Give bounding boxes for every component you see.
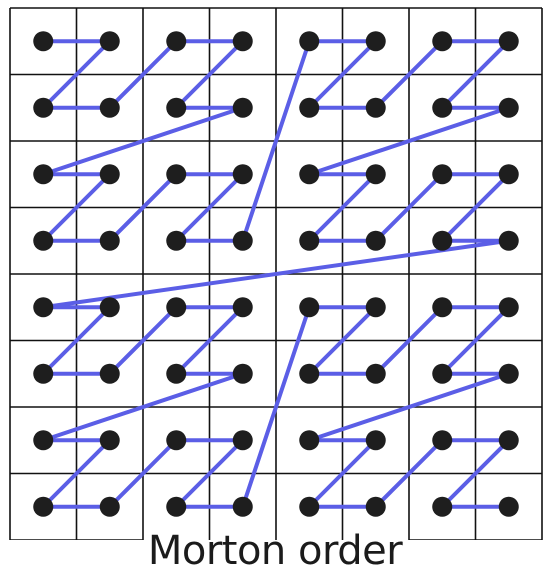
grid-point (33, 496, 54, 517)
curve-segment (307, 371, 511, 443)
grid-point (99, 297, 120, 318)
morton-curve (41, 39, 511, 509)
grid-point (232, 31, 253, 52)
grid-point (232, 363, 253, 384)
curve-segment (107, 438, 179, 509)
curve-segment (307, 172, 378, 243)
grid-point (365, 164, 386, 185)
grid-point (166, 97, 187, 118)
grid-point (166, 363, 187, 384)
curve-segment (41, 238, 511, 310)
grid-point (232, 496, 253, 517)
grid-point (232, 164, 253, 185)
grid-point (498, 496, 519, 517)
grid-point (99, 363, 120, 384)
curve-segment (440, 438, 511, 509)
curve-segment (174, 39, 245, 110)
curve-segment (41, 105, 245, 177)
curve-segment (107, 172, 179, 243)
curve-segment (41, 371, 245, 443)
grid-point (365, 97, 386, 118)
grid-point (33, 230, 54, 251)
grid-point (432, 363, 453, 384)
grid-point (498, 97, 519, 118)
grid-point (299, 363, 320, 384)
curve-segment (41, 39, 112, 110)
curve-segment (440, 305, 511, 376)
grid-point (99, 164, 120, 185)
curve-segment (440, 172, 511, 243)
grid-point (365, 496, 386, 517)
grid-point (232, 230, 253, 251)
grid-point (299, 164, 320, 185)
grid-point (432, 97, 453, 118)
grid-point (432, 230, 453, 251)
grid-point (498, 230, 519, 251)
grid-point (166, 297, 187, 318)
grid-point (33, 31, 54, 52)
grid-point (232, 297, 253, 318)
curve-segment (41, 305, 112, 376)
curve-segment (107, 39, 179, 110)
curve-segment (373, 305, 445, 376)
grid-point (299, 297, 320, 318)
curve-segment (373, 172, 445, 243)
curve-segment (373, 438, 445, 509)
grid-point (299, 430, 320, 451)
grid-point (166, 230, 187, 251)
curve-segment (174, 305, 245, 376)
curve-segment (307, 39, 378, 110)
curve-segment (307, 305, 378, 376)
grid-point (432, 164, 453, 185)
grid-point (33, 363, 54, 384)
grid-point (299, 97, 320, 118)
grid-point (432, 430, 453, 451)
grid-point (299, 230, 320, 251)
grid-point (365, 430, 386, 451)
curve-segment (174, 438, 245, 509)
diagram-caption: Morton order (147, 528, 403, 574)
curve-segment (41, 172, 112, 243)
grid-point (166, 496, 187, 517)
grid-point (432, 297, 453, 318)
curve-segment (307, 438, 378, 509)
grid-point (498, 430, 519, 451)
curve-segment (307, 105, 511, 177)
curve-segment (373, 39, 445, 110)
morton-order-diagram (9, 7, 543, 540)
grid-point (166, 31, 187, 52)
grid-point (498, 363, 519, 384)
grid-point (232, 97, 253, 118)
grid-point (33, 430, 54, 451)
curve-segment (440, 39, 511, 110)
grid-point (299, 31, 320, 52)
grid-point (432, 31, 453, 52)
grid-point (365, 297, 386, 318)
grid-point (33, 97, 54, 118)
grid-point (33, 297, 54, 318)
grid-point (498, 297, 519, 318)
curve-segment (240, 305, 312, 509)
grid-point (365, 31, 386, 52)
grid-point (166, 430, 187, 451)
curve-segment (174, 172, 245, 243)
grid-points (33, 31, 519, 517)
grid-point (99, 31, 120, 52)
grid-point (166, 164, 187, 185)
grid-point (99, 496, 120, 517)
grid-point (365, 230, 386, 251)
grid-point (33, 164, 54, 185)
curve-segment (240, 39, 312, 243)
grid-point (232, 430, 253, 451)
grid-point (498, 31, 519, 52)
grid-point (365, 363, 386, 384)
grid-point (432, 496, 453, 517)
grid-point (99, 430, 120, 451)
grid-point (99, 97, 120, 118)
curve-segment (41, 438, 112, 509)
grid-point (99, 230, 120, 251)
grid-point (498, 164, 519, 185)
curve-segment (107, 305, 179, 376)
grid-point (299, 496, 320, 517)
